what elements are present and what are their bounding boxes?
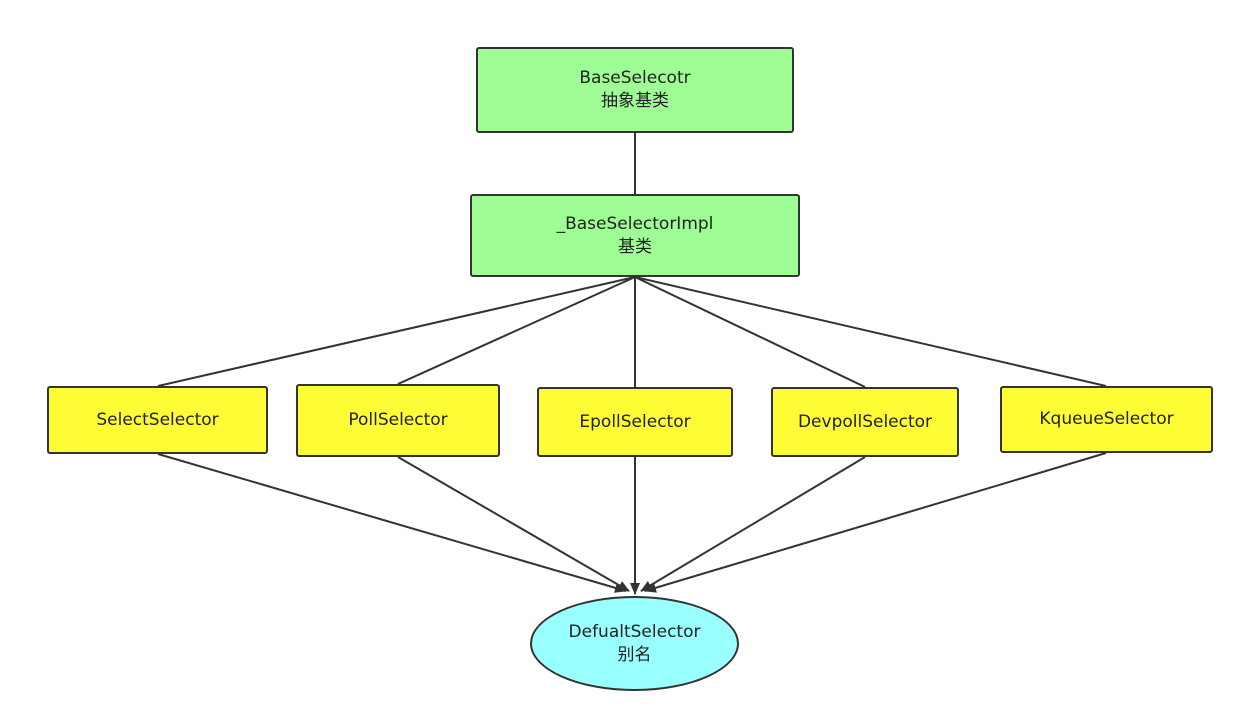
base-selector-impl-title: _BaseSelectorImpl: [556, 213, 714, 234]
edge-base-selector-impl-to-kqueue-selector: [634, 276, 1107, 387]
default-selector-subtitle: 别名: [617, 644, 652, 665]
edge-poll-selector-to-default-selector: [397, 456, 630, 592]
edge-base-selector-impl-to-select-selector: [157, 276, 636, 387]
devpoll-selector-node: DevpollSelector: [771, 387, 959, 457]
base-selector-title: BaseSelecotr: [579, 68, 691, 88]
base-selector-impl-node: _BaseSelectorImpl 基类: [470, 194, 800, 277]
base-selector-node: BaseSelecotr 抽象基类: [476, 47, 794, 133]
kqueue-selector-node: KqueueSelector: [1000, 386, 1213, 453]
edge-devpoll-selector-to-default-selector: [640, 456, 866, 592]
edge-base-selector-impl-to-poll-selector: [397, 276, 636, 385]
poll-selector-title: PollSelector: [348, 410, 448, 430]
select-selector-title: SelectSelector: [96, 409, 219, 430]
devpoll-selector-title: DevpollSelector: [797, 411, 933, 432]
edge-base-selector-impl-to-devpoll-selector: [634, 276, 866, 388]
poll-selector-node: PollSelector: [296, 384, 500, 457]
edge-select-selector-to-default-selector: [157, 453, 627, 593]
kqueue-selector-title: KqueueSelector: [1039, 409, 1174, 429]
base-selector-impl-subtitle: 基类: [618, 236, 652, 257]
epoll-selector-title: EpollSelector: [579, 411, 691, 432]
base-selector-subtitle: 抽象基类: [601, 91, 669, 111]
select-selector-node: SelectSelector: [47, 386, 268, 454]
default-selector-node: DefualtSelector 别名: [530, 596, 739, 691]
default-selector-title: DefualtSelector: [568, 621, 701, 642]
epoll-selector-node: EpollSelector: [537, 387, 733, 457]
edge-kqueue-selector-to-default-selector: [644, 452, 1107, 593]
